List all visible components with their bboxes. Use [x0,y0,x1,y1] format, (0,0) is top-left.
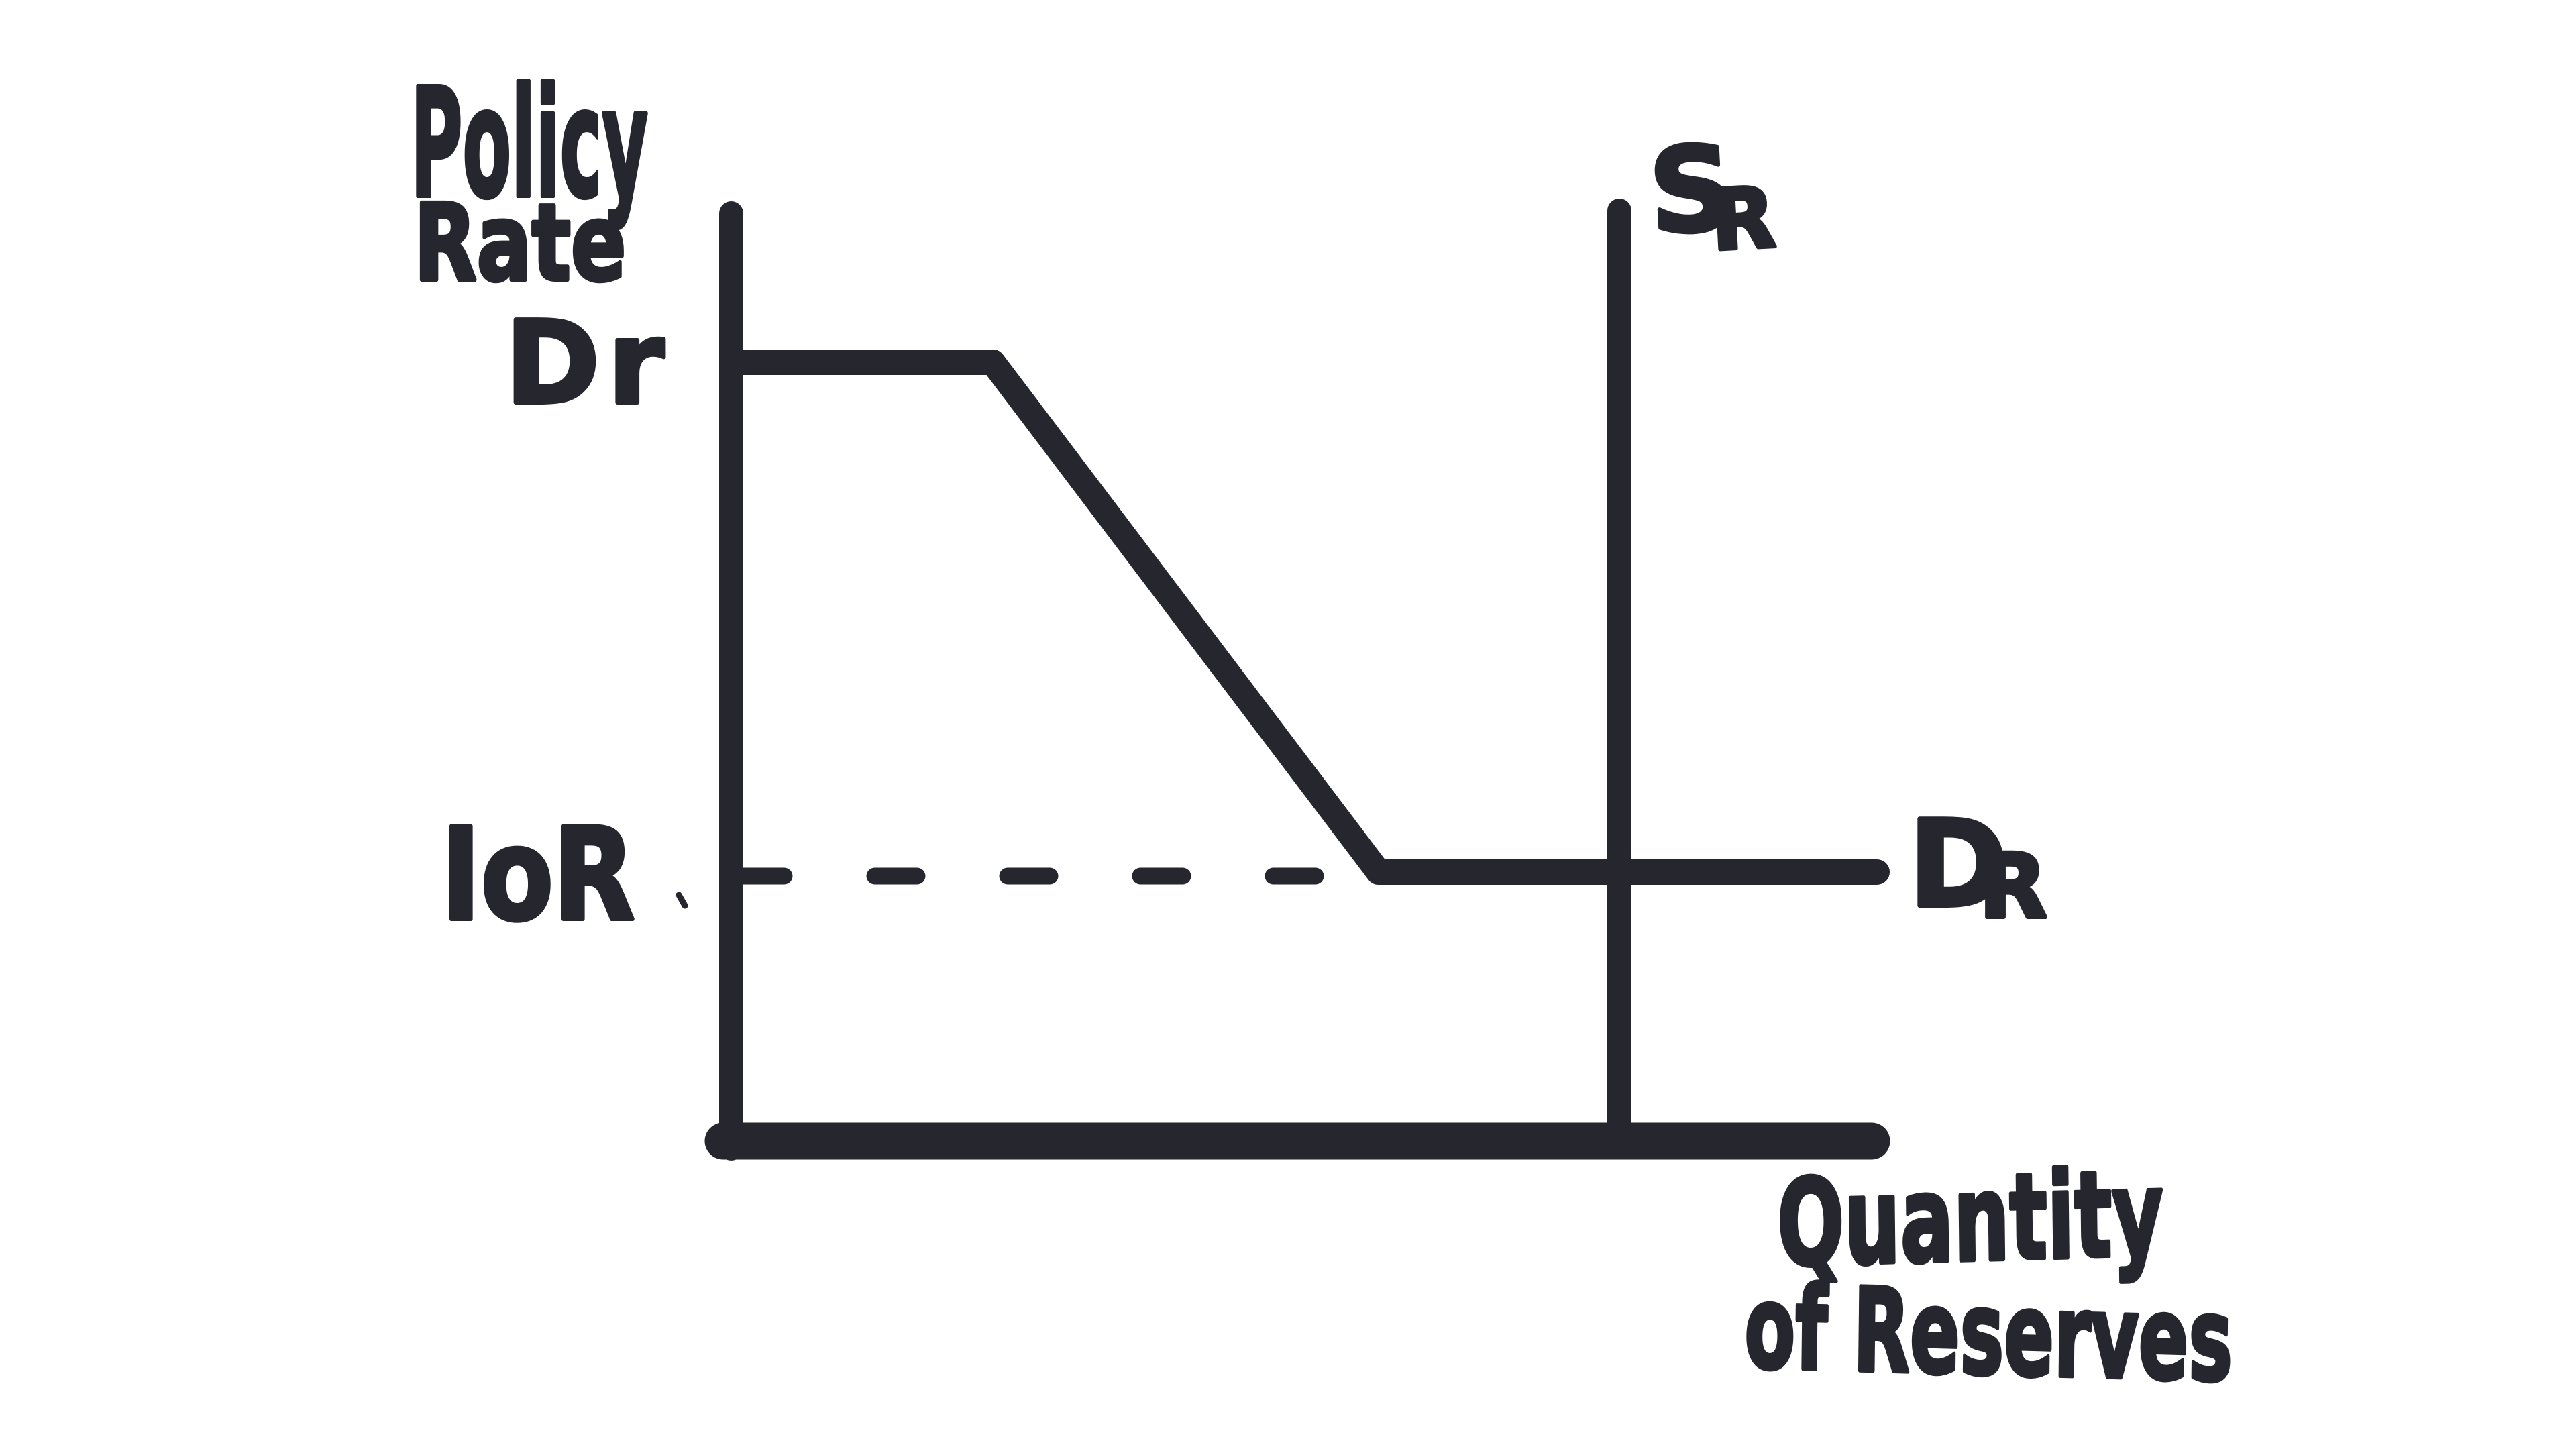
supply-curve-label-main: S [1646,121,1737,261]
demand-curve-right-label-sub: R [1979,835,2047,938]
stray-mark [676,892,688,909]
curves-layer [676,199,1890,1161]
y-axis-title-line1: Policy [411,57,648,232]
x-axis-title-line2: of Reserves [1744,1261,2234,1409]
demand-curve [720,350,1890,885]
x-axis-title-line1: Quantity [1776,1144,2164,1294]
demand-curve-right-label-main: D [1909,795,2008,934]
demand-curve-top-label: Dr [505,297,672,430]
ior-label: IoR [441,802,635,950]
supply-curve-label-sub: R [1709,170,1778,270]
y-axis-title-line2: Rate [414,182,626,305]
